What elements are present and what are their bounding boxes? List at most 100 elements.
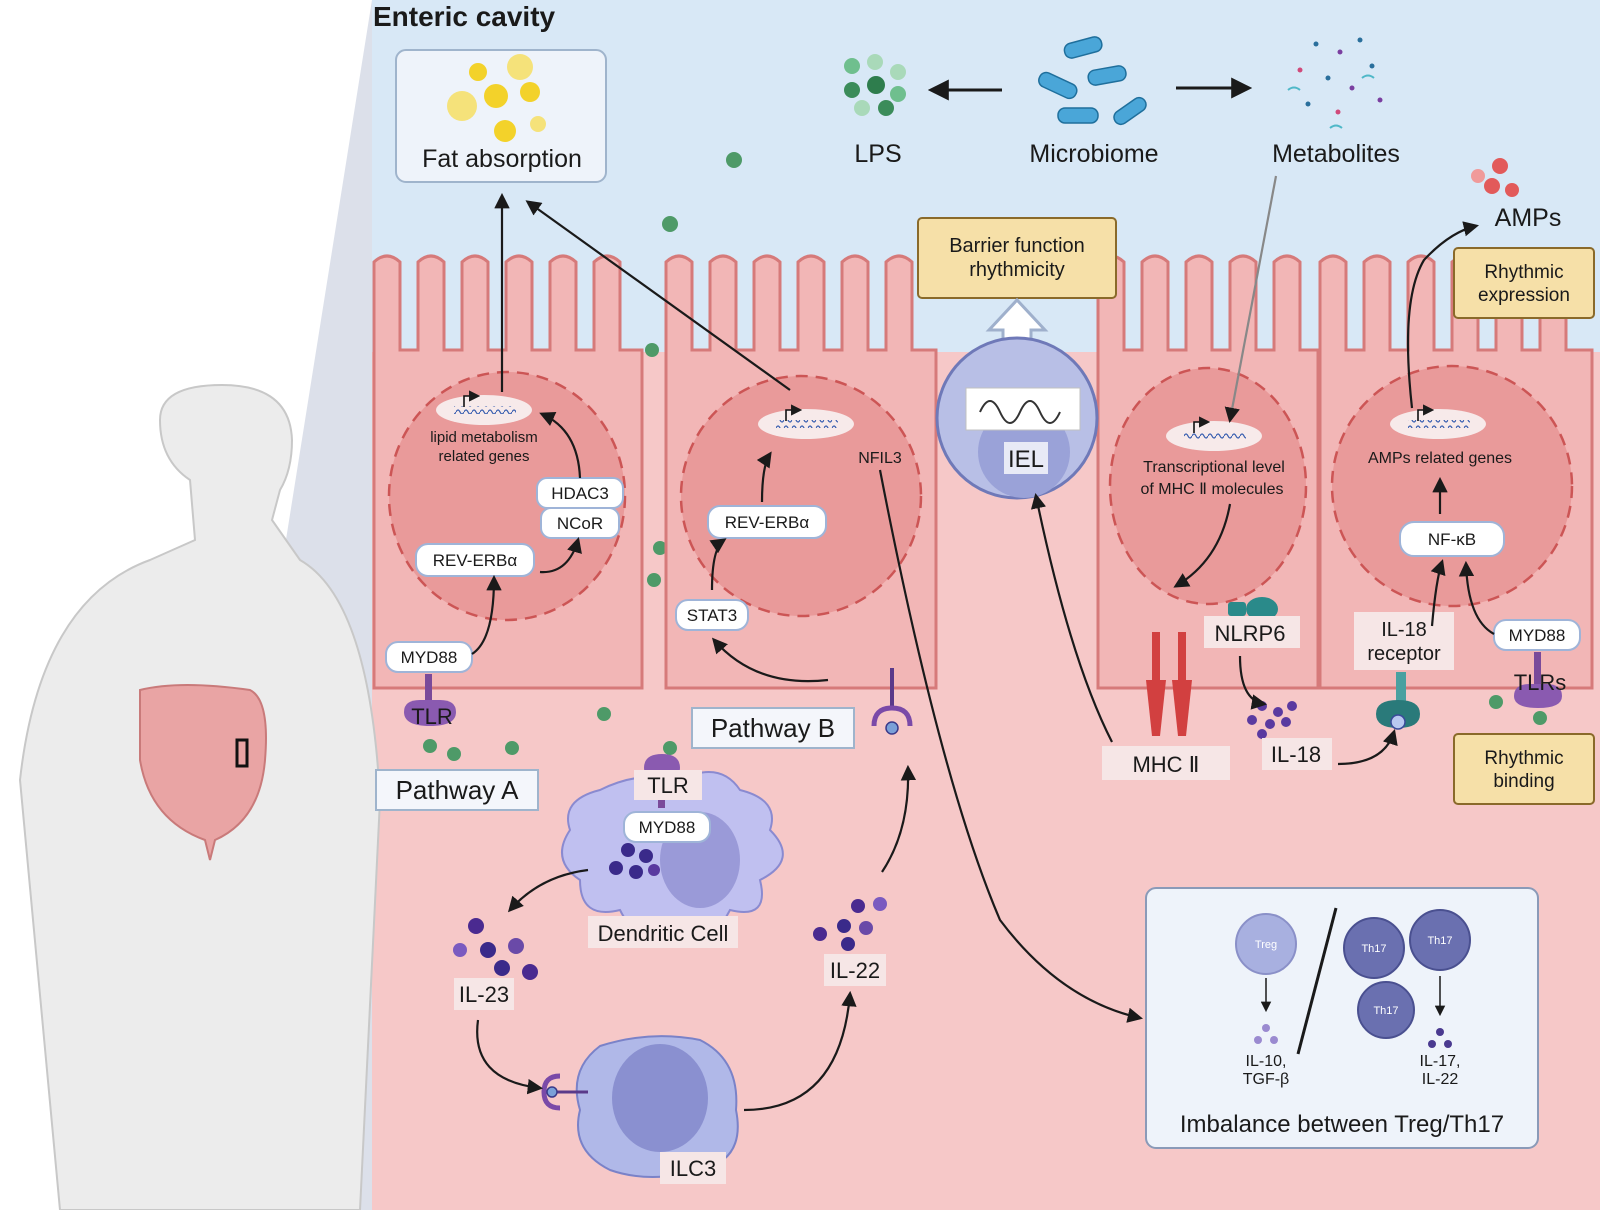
mhc-text-line-2: of MHC Ⅱ molecules: [1140, 481, 1283, 498]
lps-label: LPS: [854, 140, 901, 168]
mhc-ii-icon: [1146, 632, 1192, 736]
stat3-node: STAT3: [675, 599, 749, 631]
amps-icon: [1471, 158, 1519, 197]
il17-line-1: IL-17,: [1420, 1053, 1461, 1070]
svg-text:STAT3: STAT3: [687, 606, 737, 625]
mhc-text-line-1: Transcriptional level: [1143, 459, 1285, 476]
il23-dots-icon: [453, 918, 538, 980]
dna-icon-a: [436, 390, 532, 425]
pathway-b-box: Pathway B: [691, 707, 855, 749]
il10-line-2: TGF-β: [1243, 1071, 1290, 1088]
il18-receptor-line-2: receptor: [1367, 643, 1441, 665]
dc-tlr-label-bg: [634, 770, 702, 800]
myd88-d-node: MYD88: [1493, 619, 1581, 651]
microbiome-label: Microbiome: [1029, 140, 1158, 168]
treg-cell-icon: [1235, 913, 1297, 975]
zoom-marker-icon: [235, 738, 249, 768]
dendritic-label-bg: [588, 916, 738, 948]
il22-receptor-icon: [871, 668, 913, 735]
rhythmic-binding-line-1: Rhythmic: [1484, 748, 1563, 769]
human-body-icon: [18, 383, 382, 1211]
il23-label: IL-23: [459, 982, 509, 1007]
rhythmic-expression-line-2: expression: [1478, 285, 1570, 306]
rhythmic-expression-line-1: Rhythmic: [1484, 262, 1563, 283]
metabolites-icon: [1287, 37, 1383, 129]
il10-line-1: IL-10,: [1246, 1053, 1287, 1070]
amp-genes-label: AMPs related genes: [1368, 450, 1512, 467]
th17-cell-icon-1: [1343, 917, 1405, 979]
treg-th17-imbalance-box: Treg IL-10, TGF-β Th17 Th17 Th17 IL-17, …: [1145, 887, 1539, 1149]
svg-text:NCoR: NCoR: [557, 514, 603, 533]
lipid-genes-line-2: related genes: [439, 448, 530, 465]
th17-label-3: Th17: [1373, 1005, 1398, 1017]
ncor-node: NCoR: [540, 507, 620, 539]
tlrs-label: TLRs: [1514, 670, 1567, 695]
svg-text:REV-ERBα: REV-ERBα: [433, 551, 518, 570]
nlrp6-label-bg: [1204, 616, 1300, 648]
rhythm-wave-icon: [979, 400, 1061, 424]
amps-label: AMPs: [1495, 204, 1562, 232]
barrier-function-box: Barrier function rhythmicity: [917, 217, 1117, 299]
il18-receptor-icon: [1376, 672, 1420, 730]
rhythmic-expression-box: Rhythmic expression: [1453, 247, 1595, 319]
ilc3-label: ILC3: [670, 1156, 716, 1181]
myd88-a-node: MYD88: [385, 641, 473, 673]
fat-absorption-box: Fat absorption: [395, 49, 607, 183]
mhc-label: MHC Ⅱ: [1132, 752, 1199, 777]
dc-tlr-label: TLR: [647, 773, 689, 798]
ilc3-cell: [575, 1035, 739, 1178]
dna-icon-b: [758, 404, 854, 439]
metabolites-label: Metabolites: [1272, 140, 1400, 168]
pathway-arrows: [471, 175, 1495, 1112]
svg-text:HDAC3: HDAC3: [551, 484, 609, 503]
bacteria-icon: [1038, 36, 1147, 126]
il10-dots-icon: [1254, 1024, 1278, 1044]
il18-receptor-label-bg: [1354, 612, 1454, 670]
il23-label-bg: [454, 978, 514, 1010]
nlrp6-icon: [1228, 597, 1278, 621]
fat-droplets-icon: [447, 54, 546, 142]
imbalance-title: Imbalance between Treg/Th17: [1180, 1111, 1504, 1138]
tlrs-receptor-icon: [1514, 652, 1562, 708]
barrier-line-2: rhythmicity: [969, 259, 1065, 281]
tlr-a-receptor-icon: [404, 674, 456, 726]
th17-cell-icon-2: [1409, 909, 1471, 971]
nucleus-b: [679, 374, 923, 618]
fat-absorption-label: Fat absorption: [422, 145, 582, 173]
diagram-title: Enteric cavity: [373, 1, 556, 32]
th17-label-2: Th17: [1427, 935, 1452, 947]
il18-label: IL-18: [1271, 742, 1321, 767]
rev-erb-b-node: REV-ERBα: [707, 505, 827, 539]
il22-dots-icon: [813, 897, 887, 951]
hdac3-node: HDAC3: [536, 477, 624, 509]
th17-label-1: Th17: [1361, 943, 1386, 955]
nucleus-c: [1108, 366, 1308, 606]
lps-particles: [423, 152, 1547, 761]
svg-text:REV-ERBα: REV-ERBα: [725, 513, 810, 532]
rev-erb-a-node: REV-ERBα: [415, 543, 535, 577]
nfil3-label: NFIL3: [858, 450, 902, 467]
ilc3-label-bg: [660, 1152, 726, 1184]
nlrp6-label: NLRP6: [1215, 621, 1286, 646]
dna-icon-c: [1166, 416, 1262, 451]
il17-dots-icon: [1428, 1028, 1452, 1048]
mhc-label-bg: [1102, 746, 1230, 780]
il18-receptor-line-1: IL-18: [1381, 619, 1427, 641]
svg-text:Pathway B: Pathway B: [711, 713, 835, 743]
barrier-line-1: Barrier function: [949, 235, 1085, 257]
il23-receptor-icon: [541, 1073, 588, 1111]
svg-text:Pathway A: Pathway A: [396, 775, 520, 805]
iel-cell: IEL: [935, 336, 1099, 500]
rhythmic-binding-box: Rhythmic binding: [1453, 733, 1595, 805]
il18-label-bg: [1262, 738, 1332, 770]
tlr-a-label: TLR: [411, 704, 453, 729]
il22-label-bg: [824, 954, 886, 986]
dendritic-label: Dendritic Cell: [598, 921, 729, 946]
pathway-a-box: Pathway A: [375, 769, 539, 811]
nucleus-d: [1330, 364, 1574, 608]
svg-text:MYD88: MYD88: [401, 648, 458, 667]
svg-text:NF-κB: NF-κB: [1428, 530, 1476, 549]
th17-cell-icon-3: [1357, 981, 1415, 1039]
